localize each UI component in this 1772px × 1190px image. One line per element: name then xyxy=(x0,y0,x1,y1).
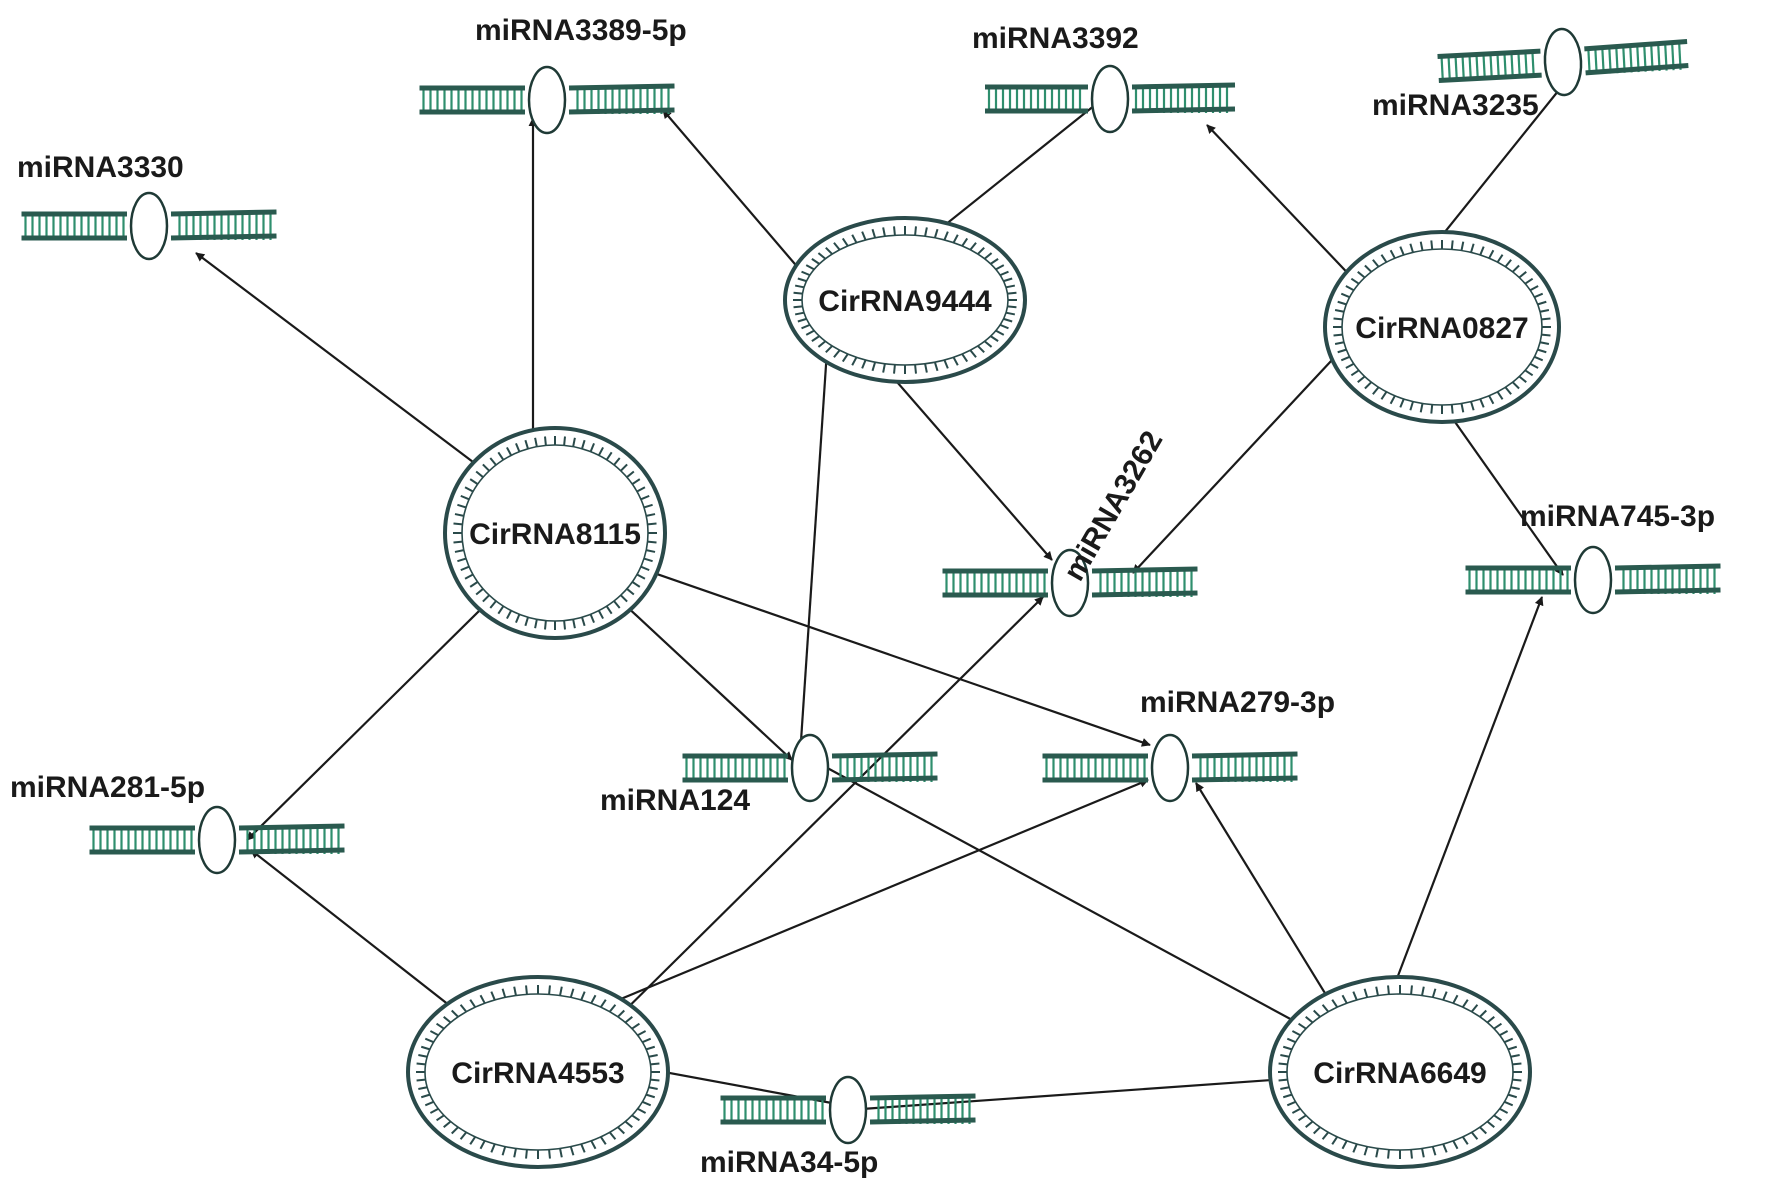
mirna-label-m279: miRNA279-3p xyxy=(1140,686,1335,719)
edge-c4553-to-m3262 xyxy=(589,596,1044,1046)
edge-c9444-to-m124 xyxy=(796,304,832,757)
mirna-label-m3392: miRNA3392 xyxy=(972,22,1139,55)
circrna-node-c9444: CirRNA9444 xyxy=(783,216,1027,384)
circrna-ticks xyxy=(416,985,660,1159)
mirna-backbone xyxy=(1585,62,1689,76)
circrna-ticks xyxy=(1278,985,1522,1159)
circrna-label: CirRNA9444 xyxy=(818,285,992,318)
circrna-ticks xyxy=(453,436,657,630)
mirna-backbone xyxy=(1437,48,1541,60)
mirna-backbone xyxy=(1438,72,1542,84)
mirna-backbone xyxy=(1131,106,1236,114)
mirna-label-m34: miRNA34-5p xyxy=(700,1146,878,1179)
mirna-label-m3389: miRNA3389-5p xyxy=(475,14,687,47)
mirna-label-m3262: miRNA3262 xyxy=(1057,426,1169,587)
mirna-node-m3262 xyxy=(942,548,1198,618)
mirna-loop xyxy=(1150,733,1190,803)
mirna-loop xyxy=(828,1075,868,1145)
mirna-loop xyxy=(790,733,830,803)
mirna-backbone xyxy=(869,1117,976,1125)
mirna-backbone xyxy=(1091,590,1198,598)
circrna-node-c4553: CirRNA4553 xyxy=(406,975,670,1169)
labels-layer: miRNA3389-5p miRNA3392 miRNA3235 miRNA3330 m… xyxy=(10,14,1715,1179)
circrna-node-c8115: CirRNA8115 xyxy=(443,426,667,640)
circrna-label: CirRNA4553 xyxy=(451,1057,624,1090)
mirna-backbone xyxy=(238,847,345,855)
mirna-label-m745: miRNA745-3p xyxy=(1520,500,1715,533)
mirna-backbone xyxy=(1584,38,1688,52)
mirna-rungs xyxy=(723,1096,971,1124)
mirna-backbone xyxy=(238,823,345,831)
circrna-ticks xyxy=(793,226,1017,374)
circrna-label: CirRNA0827 xyxy=(1355,312,1528,345)
mirna-backbone xyxy=(1614,587,1721,595)
mirna-node-m124 xyxy=(682,733,938,803)
mirna-node-m279 xyxy=(1042,733,1298,803)
circrna-node-c0827: CirRNA0827 xyxy=(1323,230,1561,424)
mirna-loop xyxy=(1543,27,1583,97)
mirna-backbone xyxy=(1191,751,1298,759)
mirna-node-m745 xyxy=(1465,545,1721,615)
mirna-backbone xyxy=(1191,775,1298,783)
circrna-ticks xyxy=(1333,240,1551,414)
mirna-label-m281: miRNA281-5p xyxy=(10,771,205,804)
mirna-loop xyxy=(527,65,567,135)
mirna-label-m3235: miRNA3235 xyxy=(1372,89,1539,122)
mirna-backbone xyxy=(1131,82,1236,90)
mirna-node-m34 xyxy=(720,1075,976,1145)
mirna-node-m281 xyxy=(89,805,345,875)
circrna-outer-ring xyxy=(1268,975,1532,1169)
mirna-label-m3330: miRNA3330 xyxy=(17,151,184,184)
mirna-loop xyxy=(1090,64,1130,134)
mirna-backbone xyxy=(831,751,938,759)
circrna-outer-ring xyxy=(1323,230,1561,424)
mirna-node-m3235 xyxy=(1437,27,1689,97)
mirna-node-m3330 xyxy=(21,191,277,261)
circrna-outer-ring xyxy=(443,426,667,640)
mirna-loop xyxy=(1573,545,1613,615)
mirna-node-m3392 xyxy=(985,64,1236,134)
mirna-node-m3389 xyxy=(419,65,675,135)
circrna-label: CirRNA6649 xyxy=(1313,1057,1486,1090)
mirna-label-m124: miRNA124 xyxy=(600,784,750,817)
circrna-outer-ring xyxy=(783,216,1027,384)
mirna-loop xyxy=(129,191,169,261)
edge-c0827-to-m3262 xyxy=(1132,344,1347,574)
mirna-backbone xyxy=(568,83,675,91)
mirna-loop xyxy=(1050,548,1090,618)
mirna-backbone xyxy=(869,1093,976,1101)
circrna-label: CirRNA8115 xyxy=(469,518,641,551)
nodes-layer: CirRNA8115 CirRNA9444CirRNA0827CirRNA4553… xyxy=(21,27,1721,1169)
circrna-node-c6649: CirRNA6649 xyxy=(1268,975,1532,1169)
mirna-backbone xyxy=(170,233,277,241)
edge-c6649-to-m34 xyxy=(847,1078,1273,1114)
mirna-loop xyxy=(197,805,237,875)
mirna-backbone xyxy=(170,209,277,217)
circrna-outer-ring xyxy=(406,975,670,1169)
mirna-backbone xyxy=(1091,566,1198,574)
edge-c6649-to-m124 xyxy=(819,763,1367,1061)
mirna-backbone xyxy=(1614,563,1721,571)
mirna-backbone xyxy=(831,775,938,783)
mirna-backbone xyxy=(568,107,675,115)
